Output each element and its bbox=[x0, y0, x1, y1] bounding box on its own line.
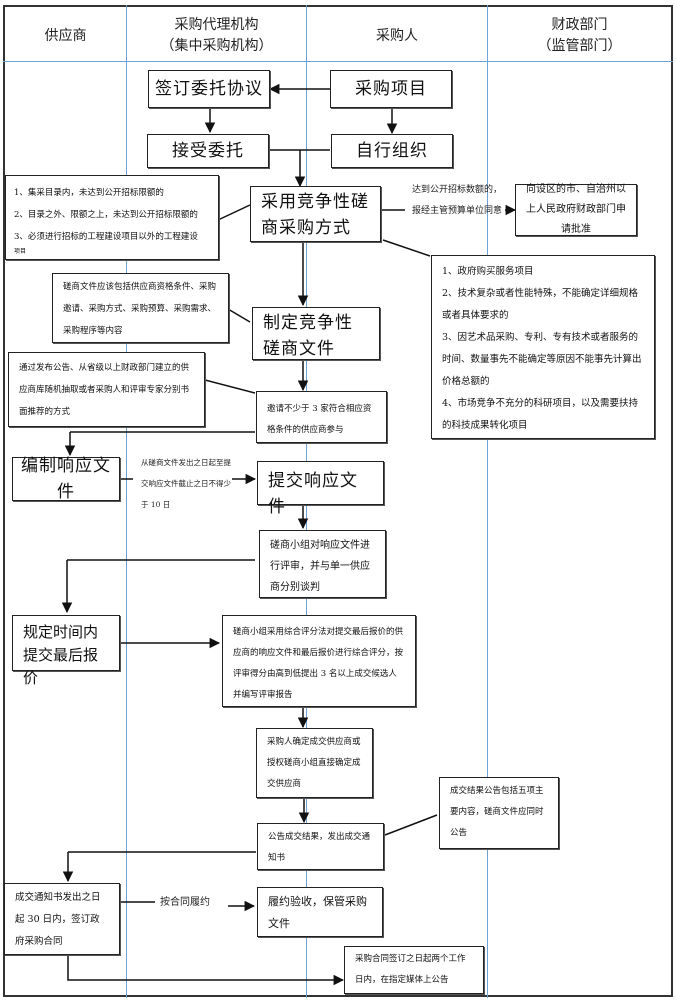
node-announce-result[interactable]: 公告成交结果，发出成交通知书 bbox=[257, 823, 384, 870]
node-label: 邀请不少于 3 家符合相应资格条件的供应商参与 bbox=[267, 404, 372, 435]
note-text: 成交结果公告包括五项主要内容，磋商文件应同时公告 bbox=[450, 786, 544, 838]
node-label: 接受委托 bbox=[172, 141, 244, 161]
note-perform: 按合同履约 bbox=[160, 892, 210, 913]
list-item: 3、因艺术品采购、专利、专有技术或者服务的时间、数量事先不能确定等原因不能事先计… bbox=[442, 332, 642, 387]
node-label: 磋商小组采用综合评分法对提交最后报价的供应商的响应文件和最后报价进行综合评分，按… bbox=[233, 627, 404, 700]
node-label: 采购人确定成交供应商或授权磋商小组直接确定成交供应商 bbox=[267, 737, 361, 789]
node-label: 采购项目 bbox=[355, 79, 427, 99]
node-label: 公告成交结果，发出成交通知书 bbox=[268, 832, 371, 863]
list-item: 2、目录之外、限额之上，未达到公开招标限额的 bbox=[14, 210, 198, 220]
lane-header-purchaser: 采购人 bbox=[307, 12, 487, 60]
node-label: 制定竞争性磋商文件 bbox=[263, 313, 353, 359]
list-item: 2、技术复杂或者性能特殊，不能确定详细规格或者具体要求的 bbox=[442, 288, 639, 321]
node-comprehensive-scoring[interactable]: 磋商小组采用综合评分法对提交最后报价的供应商的响应文件和最后报价进行综合评分，按… bbox=[222, 615, 416, 707]
node-procurement-project[interactable]: 采购项目 bbox=[330, 70, 452, 108]
node-adopt-method[interactable]: 采用竞争性磋商采购方式 bbox=[250, 186, 381, 242]
node-prepare-response[interactable]: 编制响应文件 bbox=[12, 456, 120, 502]
lane-header-finance: 财政部门 （监管部门） bbox=[488, 12, 671, 60]
node-label: 成交通知书发出之日起 30 日内，签订政府采购合同 bbox=[15, 892, 101, 947]
note-threshold: 达到公开招标数额的，报经主管预算单位同意 bbox=[412, 180, 504, 222]
note-deadline: 从磋商文件发出之日起至提交响应文件截止之日不得少于 10 日 bbox=[141, 452, 233, 515]
node-invite-suppliers[interactable]: 邀请不少于 3 家符合相应资格条件的供应商参与 bbox=[256, 391, 387, 443]
note-invite-method: 通过发布公告、从省级以上财政部门建立的供应商库随机抽取或者采购人和评审专家分别书… bbox=[8, 352, 205, 427]
node-label: 采购合同签订之日起两个工作日内，在指定媒体上公告 bbox=[355, 954, 466, 985]
diagram-frame bbox=[3, 5, 673, 997]
node-sign-agreement[interactable]: 签订委托协议 bbox=[148, 70, 270, 108]
lane-label: 采购人 bbox=[376, 27, 418, 44]
node-label: 向设区的市、自治州以上人民政府财政部门申请批准 bbox=[526, 184, 626, 235]
lane-label: 财政部门 bbox=[551, 17, 608, 33]
note-text: 达到公开招标数额的，报经主管预算单位同意 bbox=[412, 185, 503, 216]
list-item: 1、政府购买服务项目 bbox=[442, 266, 534, 277]
node-contract-announce[interactable]: 采购合同签订之日起两个工作日内，在指定媒体上公告 bbox=[344, 946, 484, 994]
header-divider bbox=[3, 61, 673, 62]
note-text: 按合同履约 bbox=[160, 897, 210, 908]
note-text: 从磋商文件发出之日起至提交响应文件截止之日不得少于 10 日 bbox=[141, 458, 231, 509]
lane-header-supplier: 供应商 bbox=[5, 12, 126, 60]
node-label: 提交响应文件 bbox=[268, 471, 358, 517]
node-finance-approval[interactable]: 向设区的市、自治州以上人民政府财政部门申请批准 bbox=[515, 184, 637, 236]
node-make-docs[interactable]: 制定竞争性磋商文件 bbox=[252, 307, 380, 360]
lane-sublabel: （集中采购机构） bbox=[160, 38, 273, 54]
node-label: 签订委托协议 bbox=[155, 79, 263, 99]
list-item: 1、集采目录内，未达到公开招标限额的 bbox=[14, 188, 164, 198]
node-label: 编制响应文件 bbox=[21, 456, 111, 502]
list-item: 项目 bbox=[14, 248, 27, 255]
note-applicable-list: 1、政府购买服务项目 2、技术复杂或者性能特殊，不能确定详细规格或者具体要求的 … bbox=[431, 255, 655, 439]
node-sign-contract[interactable]: 成交通知书发出之日起 30 日内，签订政府采购合同 bbox=[4, 883, 120, 955]
lane-divider bbox=[126, 5, 127, 998]
lane-label: 供应商 bbox=[44, 27, 87, 44]
note-docs-content: 磋商文件应该包括供应商资格条件、采购邀请、采购方式、采购预算、采购需求、采购程序… bbox=[52, 273, 229, 343]
node-label: 履约验收，保管采购文件 bbox=[268, 895, 367, 930]
lane-sublabel: （监管部门） bbox=[537, 38, 622, 54]
node-label: 采用竞争性磋商采购方式 bbox=[261, 192, 369, 238]
list-item: 4、市场竞争不充分的科研项目，以及需要扶持的科技成果转化项目 bbox=[442, 398, 639, 431]
node-label: 自行组织 bbox=[356, 141, 428, 161]
note-scope-list: 1、集采目录内，未达到公开招标限额的 2、目录之外、限额之上，未达到公开招标限额… bbox=[5, 175, 219, 260]
note-text: 通过发布公告、从省级以上财政部门建立的供应商库随机抽取或者采购人和评审专家分别书… bbox=[19, 363, 190, 417]
node-self-organize[interactable]: 自行组织 bbox=[331, 134, 453, 168]
node-group-review[interactable]: 磋商小组对响应文件进行评审，并与单一供应商分别谈判 bbox=[259, 530, 386, 598]
node-submit-response[interactable]: 提交响应文件 bbox=[257, 461, 384, 517]
node-label: 规定时间内提交最后报价 bbox=[23, 623, 99, 687]
node-acceptance[interactable]: 履约验收，保管采购文件 bbox=[257, 887, 383, 937]
lane-divider bbox=[487, 5, 488, 998]
node-confirm-supplier[interactable]: 采购人确定成交供应商或授权磋商小组直接确定成交供应商 bbox=[256, 728, 373, 798]
node-accept-entrust[interactable]: 接受委托 bbox=[147, 134, 269, 168]
note-text: 磋商文件应该包括供应商资格条件、采购邀请、采购方式、采购预算、采购需求、采购程序… bbox=[63, 282, 217, 336]
note-result: 成交结果公告包括五项主要内容，磋商文件应同时公告 bbox=[439, 777, 559, 849]
node-label: 磋商小组对响应文件进行评审，并与单一供应商分别谈判 bbox=[270, 540, 370, 593]
lane-header-agency: 采购代理机构 （集中采购机构） bbox=[127, 12, 306, 60]
lane-label: 采购代理机构 bbox=[174, 17, 259, 33]
list-item: 3、必须进行招标的工程建设项目以外的工程建设 bbox=[14, 232, 198, 242]
node-final-quote[interactable]: 规定时间内提交最后报价 bbox=[12, 615, 120, 687]
